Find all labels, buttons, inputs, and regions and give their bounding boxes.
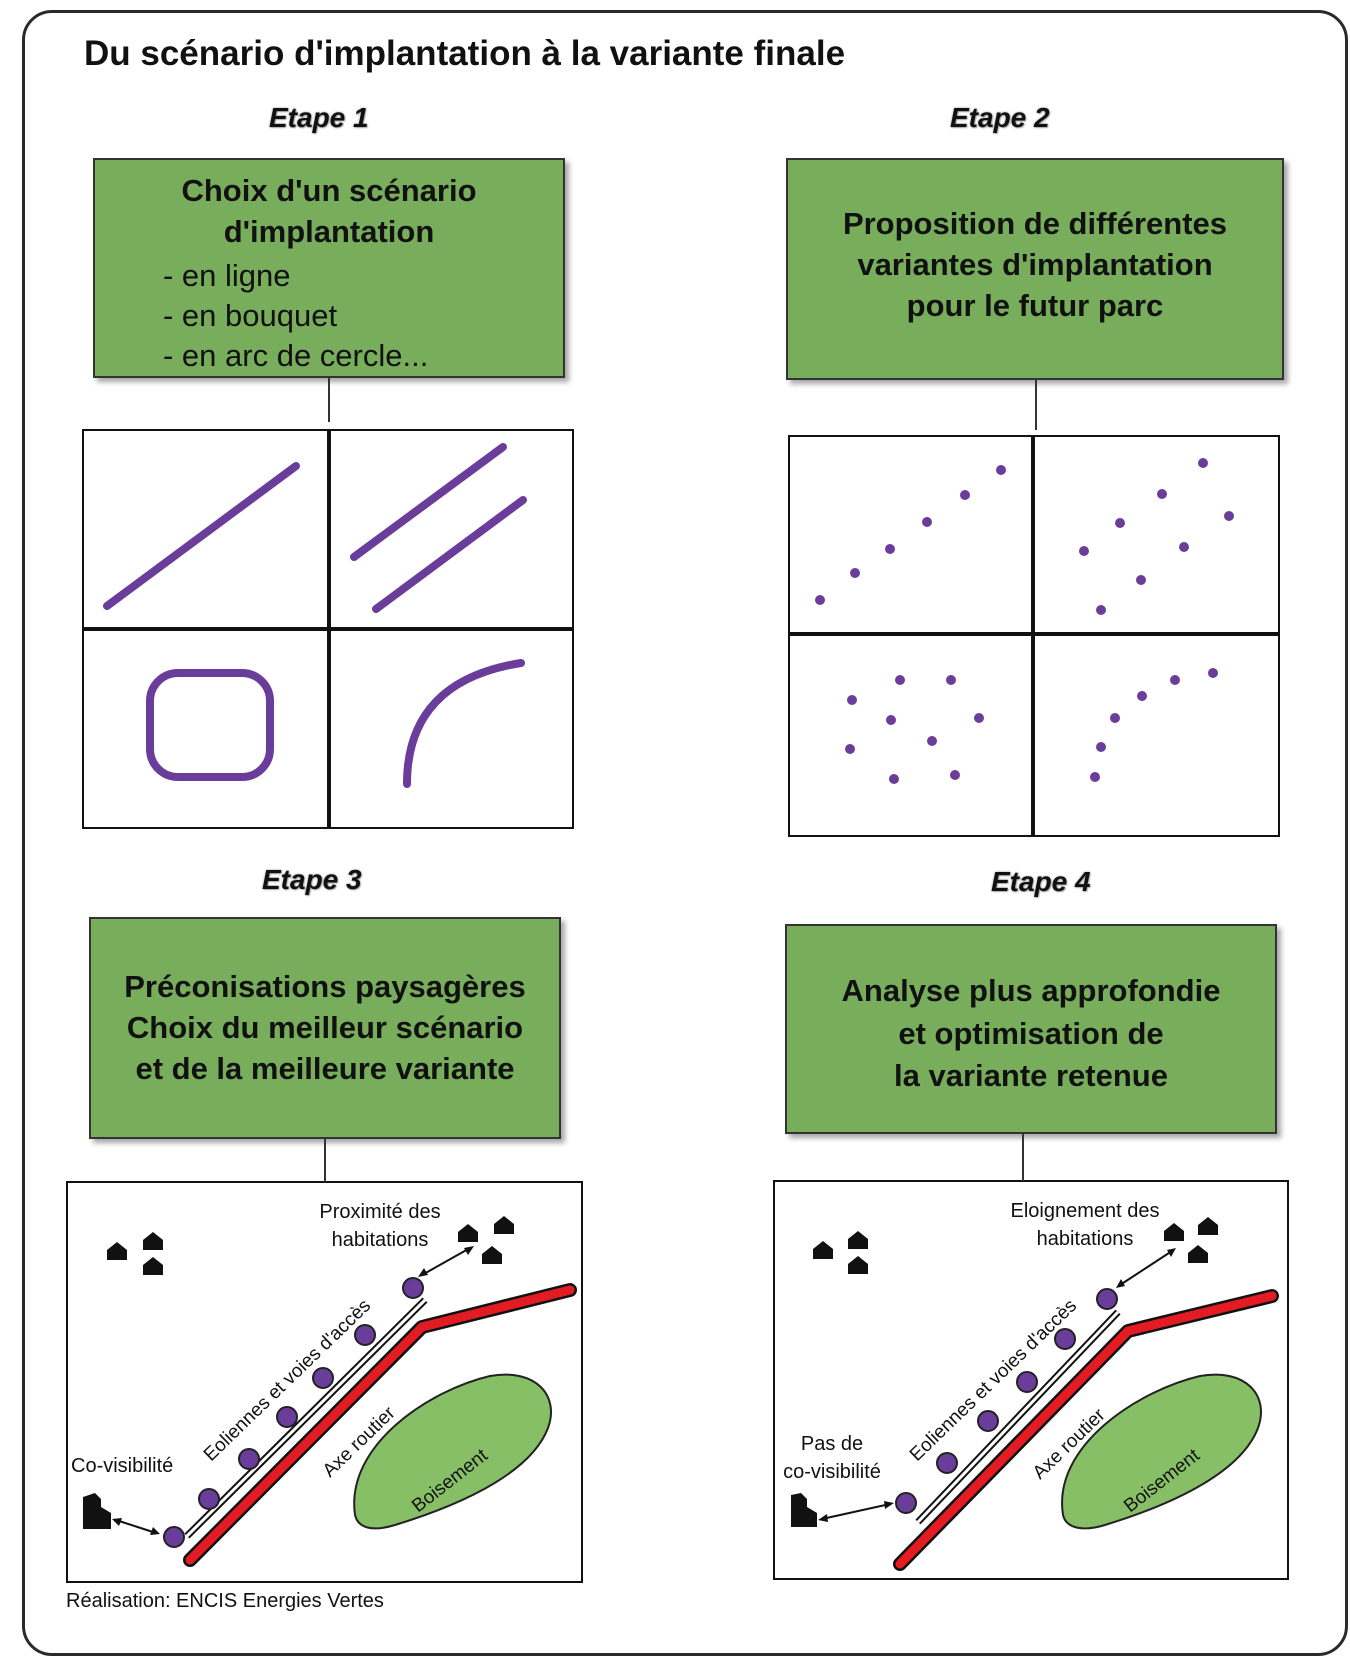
etape3-connector <box>324 1139 326 1182</box>
etape4-turbines <box>895 1288 1118 1514</box>
etape3-church-icon <box>83 1493 111 1529</box>
etape3-box-line-1: Préconisations paysagères <box>124 969 526 1004</box>
etape1-item-arc: - en arc de cercle... <box>163 338 429 373</box>
etape4-box-line-1: Analyse plus approfondie <box>841 973 1221 1008</box>
etape2-box-line-3: pour le futur parc <box>906 288 1164 323</box>
etape4-box-line-2: et optimisation de <box>898 1016 1164 1051</box>
etape4-houses-left <box>813 1231 868 1274</box>
etape2-connector <box>1035 380 1037 430</box>
page-title: Du scénario d'implantation à la variante… <box>84 34 846 73</box>
etape3-box-line-3: et de la meilleure variante <box>135 1051 515 1086</box>
etape4-forest-shape <box>1061 1373 1262 1530</box>
etape4-map: Eoliennes et voies d'accès Axe routier B… <box>773 1180 1289 1580</box>
etape2-box-line-2: variantes d'implantation <box>857 247 1213 282</box>
etape4-covis-line-2: co-visibilité <box>783 1461 881 1483</box>
etape4-connector <box>1022 1134 1024 1181</box>
etape4-covis-label: Pas de co-visibilité <box>772 1430 892 1486</box>
etape1-item-line: - en ligne <box>163 258 291 293</box>
etape3-houses-right <box>458 1216 514 1264</box>
etape4-box <box>785 924 1277 1134</box>
etape3-turbines <box>163 1277 424 1548</box>
etape4-houses-right <box>1164 1217 1218 1263</box>
scenario-arc-shape <box>403 659 525 788</box>
etape2-label: Etape 2 <box>950 102 1050 133</box>
etape4-box-line-3: la variante retenue <box>894 1058 1168 1093</box>
etape3-proximity-line-1: Proximité des <box>319 1201 441 1223</box>
scenario-bouquet-shape <box>146 669 274 781</box>
etape4-church-icon <box>791 1493 817 1527</box>
etape1-box <box>93 158 565 378</box>
etape3-map: Eoliennes et voies d'accès Axe routier B… <box>66 1181 583 1583</box>
scenario-double-line-shape-2 <box>372 496 527 613</box>
etape1-label: Etape 1 <box>269 102 369 133</box>
etape3-proximity-label: Proximité des habitations <box>290 1198 470 1254</box>
etape1-box-title-1: Choix d'un scénario <box>181 173 477 208</box>
etape2-box <box>786 158 1284 380</box>
etape1-box-title-2: d'implantation <box>223 214 435 249</box>
etape4-distance-line-1: Eloignement des <box>1010 1200 1160 1222</box>
credit-text: Réalisation: ENCIS Energies Vertes <box>66 1590 384 1612</box>
etape3-houses-left <box>107 1232 163 1275</box>
etape3-proximity-line-2: habitations <box>331 1229 429 1251</box>
etape3-label: Etape 3 <box>262 864 362 895</box>
etape3-box-line-2: Choix du meilleur scénario <box>126 1010 524 1045</box>
etape4-distance-label: Eloignement des habitations <box>990 1197 1180 1253</box>
scenario-double-line-shape-1 <box>350 443 507 561</box>
etape3-covis-label: Co-visibilité <box>71 1455 174 1477</box>
etape4-covis-line-1: Pas de <box>800 1433 864 1455</box>
etape4-label: Etape 4 <box>991 866 1091 897</box>
scenario-line-shape <box>103 462 300 610</box>
etape3-box <box>89 917 561 1139</box>
etape2-box-line-1: Proposition de différentes <box>842 206 1228 241</box>
etape2-variants-grid <box>788 435 1280 837</box>
etape1-connector <box>328 378 330 422</box>
etape1-scenario-grid <box>82 429 574 829</box>
etape3-forest-shape <box>353 1373 552 1530</box>
etape1-item-bouquet: - en bouquet <box>163 298 338 333</box>
etape4-distance-line-2: habitations <box>1036 1228 1134 1250</box>
